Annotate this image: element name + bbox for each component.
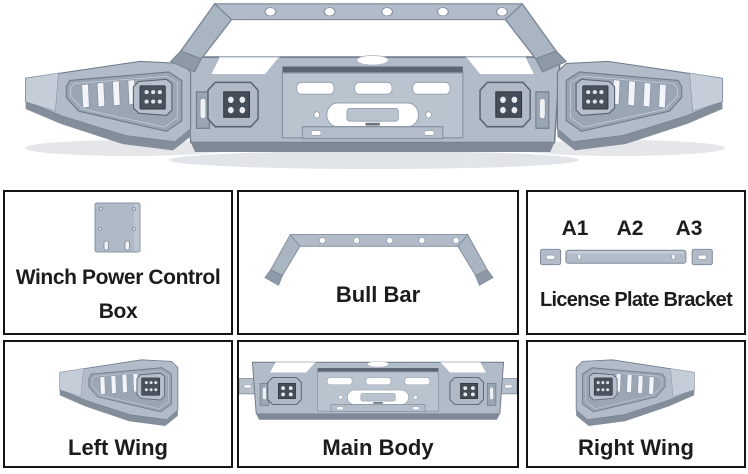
part-cell-license-plate-bracket: A1 A2 A3 License Plate Bracket (526, 190, 746, 335)
part-cell-main-body: Main Body (237, 340, 519, 468)
assembled-main-body (164, 54, 582, 153)
right-wing-image (575, 359, 695, 427)
part-cell-left-wing: Left Wing (3, 340, 233, 468)
winch-box-label: Winch Power Control Box (5, 261, 231, 329)
bull-bar-label: Bull Bar (335, 282, 421, 307)
part-cell-winch-power-control-box: Winch Power Control Box (3, 190, 233, 335)
main-body-label: Main Body (322, 435, 434, 460)
assembled-bumper-image (25, 3, 725, 169)
left-wing-image (59, 359, 179, 427)
license-plate-bracket-image (540, 248, 713, 266)
part-cell-right-wing: Right Wing (526, 340, 746, 468)
assembled-left-wing (25, 60, 192, 151)
license-plate-bracket-label: License Plate Bracket (539, 289, 733, 311)
callout-a1: A1 (561, 217, 589, 240)
winch-power-control-box-image (94, 202, 141, 253)
callout-a3: A3 (675, 217, 703, 240)
right-wing-label: Right Wing (578, 435, 694, 460)
bull-bar-image (264, 234, 494, 286)
callout-a2: A2 (616, 217, 644, 240)
left-wing-label: Left Wing (68, 435, 168, 460)
winch-box-label-line1: Winch Power Control (15, 266, 221, 289)
main-body-image (239, 360, 517, 421)
part-cell-bull-bar: Bull Bar (237, 190, 519, 335)
assembled-right-wing (556, 60, 723, 151)
winch-box-label-line2: Box (98, 300, 138, 323)
